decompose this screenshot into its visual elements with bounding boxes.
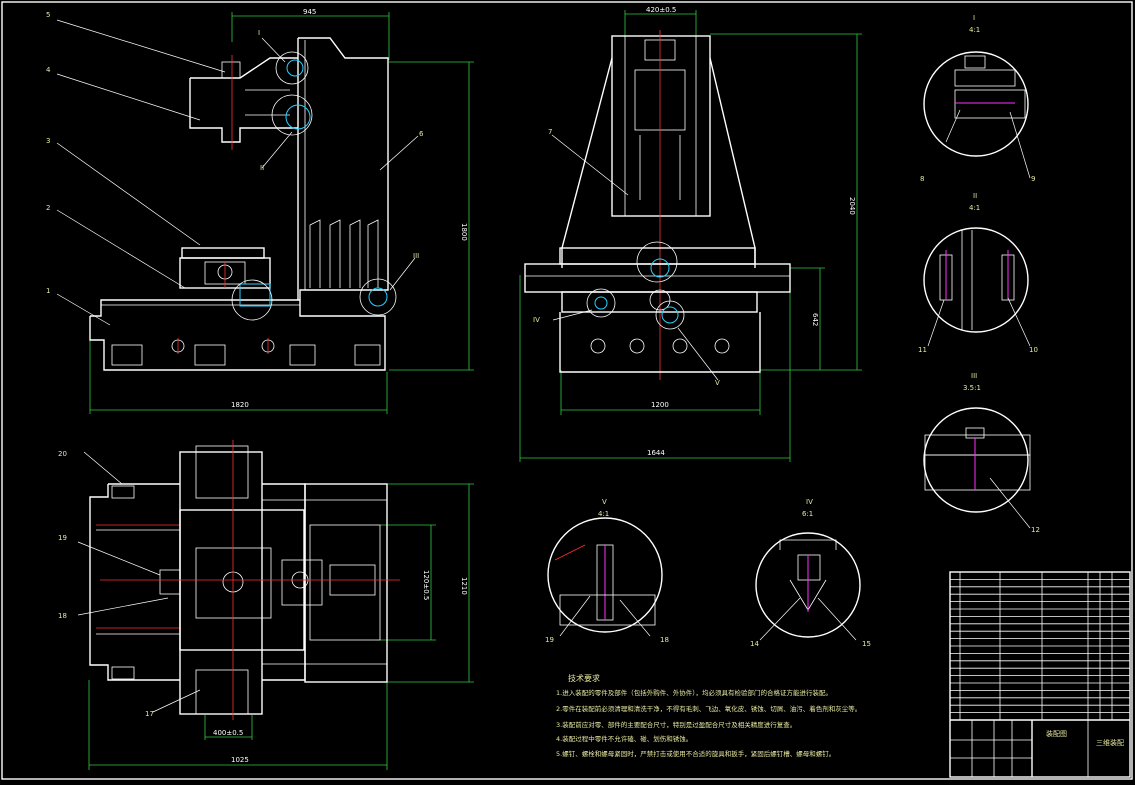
detail-iii <box>923 407 1031 529</box>
detail-ref-front-i: I <box>258 29 260 37</box>
detail-iv-label: IV <box>806 498 813 506</box>
detail-iii-label: III <box>971 372 977 380</box>
notes-line: 3.装配前应对零、部件的主要配合尺寸，特别是过盈配合尺寸及相关精度进行复查。 <box>556 720 796 729</box>
dim-front-top: 945 <box>303 8 316 16</box>
side-view: 420±0.5 2040 642 1200 1644 <box>519 6 862 462</box>
technical-notes: 技术要求 1.进入装配的零件及部件（包括外购件、外协件），均必须具有检验部门的合… <box>556 673 861 758</box>
dim-plan-bottom-inner: 400±0.5 <box>213 729 243 737</box>
detail-ref-front-iii: III <box>413 252 419 260</box>
part-number-16: 19 <box>545 636 554 644</box>
detail-ii-scale: 4:1 <box>969 204 980 212</box>
plan-view: 1210 120±0.5 400±0.5 1025 <box>77 440 474 770</box>
detail-v-scale: 4:1 <box>598 510 609 518</box>
part-number-9: 9 <box>1031 175 1035 183</box>
detail-iii-scale: 3.5:1 <box>963 384 981 392</box>
part-number-1: 1 <box>46 287 50 295</box>
detail-i <box>923 51 1031 179</box>
part-number-2: 2 <box>46 204 50 212</box>
notes-line: 4.装配过程中零件不允许磕、碰、划伤和锈蚀。 <box>556 734 692 743</box>
part-number-8: 8 <box>920 175 924 183</box>
dim-front-height: 1800 <box>460 223 468 241</box>
title-drawing-no: 三维装配 <box>1096 738 1124 747</box>
part-number-11: 11 <box>918 346 927 354</box>
part-number-17: 17 <box>145 710 154 718</box>
detail-v-label: V <box>602 498 607 506</box>
part-number-19: 19 <box>58 534 67 542</box>
dim-side-bottom-outer: 1644 <box>647 449 665 457</box>
notes-line: 1.进入装配的零件及部件（包括外购件、外协件），均必须具有检验部门的合格证方能进… <box>556 688 832 697</box>
notes-line: 2.零件在装配前必须清理和清洗干净，不得有毛刺、飞边、氧化皮、锈蚀、切屑、油污、… <box>556 704 861 713</box>
dim-plan-inner: 120±0.5 <box>422 570 430 600</box>
part-number-15: 18 <box>660 636 669 644</box>
detail-ref-side-iv: IV <box>533 316 540 324</box>
detail-i-label: I <box>973 14 975 22</box>
part-number-14: 14 <box>750 640 759 648</box>
title-block: 装配图 三维装配 <box>949 571 1131 778</box>
front-view: 945 1800 1820 <box>56 8 474 414</box>
part-number-3: 3 <box>46 137 50 145</box>
dim-side-top: 420±0.5 <box>646 6 676 14</box>
part-number-13: 15 <box>862 640 871 648</box>
dim-side-bottom-inner: 1200 <box>651 401 669 409</box>
detail-ii-label: II <box>973 192 977 200</box>
part-number-4: 4 <box>46 66 51 74</box>
detail-v <box>547 517 663 637</box>
detail-ref-side-v: V <box>715 379 720 387</box>
title-name: 装配图 <box>1046 729 1067 738</box>
notes-heading: 技术要求 <box>568 673 600 683</box>
dim-plan-right: 1210 <box>460 577 468 595</box>
part-number-10: 10 <box>1029 346 1038 354</box>
dim-plan-bottom-outer: 1025 <box>231 756 249 764</box>
part-number-18: 18 <box>58 612 67 620</box>
part-number-5: 5 <box>46 11 50 19</box>
detail-ref-front-ii: II <box>260 164 264 172</box>
dim-front-bottom: 1820 <box>231 401 249 409</box>
detail-iv-scale: 6:1 <box>802 510 813 518</box>
part-number-20: 20 <box>58 450 67 458</box>
detail-i-scale: 4:1 <box>969 26 980 34</box>
part-number-12: 12 <box>1031 526 1040 534</box>
dim-side-mid: 642 <box>811 313 819 326</box>
notes-line: 5.螺钉、螺栓和螺母紧固时，严禁打击或使用不合适的旋具和扳手，紧固后螺钉槽、螺母… <box>556 749 835 758</box>
part-number-7: 7 <box>548 128 552 136</box>
detail-iv <box>755 532 861 641</box>
detail-ii <box>923 227 1031 347</box>
dim-side-height: 2040 <box>848 197 856 215</box>
part-number-6: 6 <box>419 130 424 138</box>
